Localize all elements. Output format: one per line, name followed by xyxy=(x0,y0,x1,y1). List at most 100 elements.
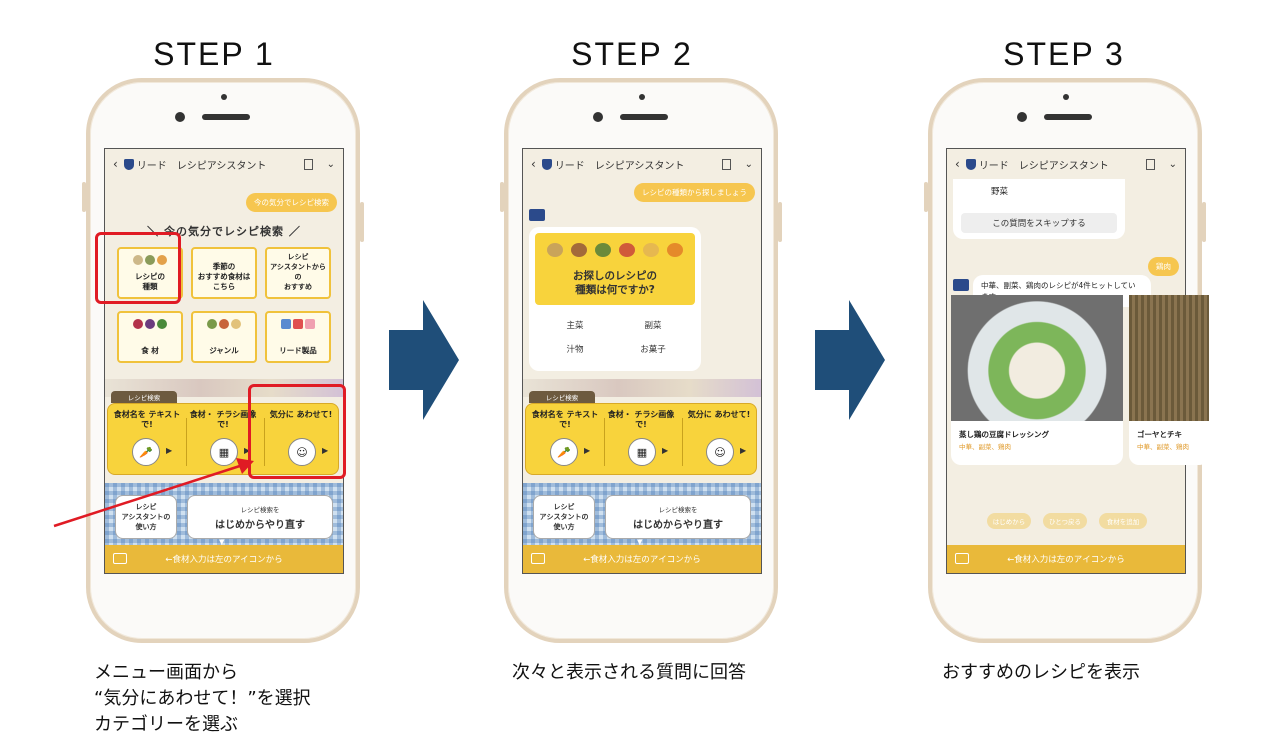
menu-title: ＼ 今の気分でレシピ検索 ／ xyxy=(147,225,301,238)
restart-label: はじめからやり直す xyxy=(215,520,305,531)
phone-step-1: ‹ リード レシピアシスタント ⌄ 今の気分でレシピ検索 ＼ 今の気分でレシピ検… xyxy=(82,78,364,643)
option-sweets[interactable]: お菓子 xyxy=(640,345,666,355)
search-mood-label: 気分に あわせて! xyxy=(687,410,751,419)
keyboard-icon[interactable] xyxy=(955,553,969,564)
smile-icon[interactable]: ☺ xyxy=(288,438,316,466)
shield-logo-icon xyxy=(123,158,134,170)
footer-hint: ←食材入力は左のアイコンから xyxy=(583,555,701,565)
search-text-label: 食材名を テキストで! xyxy=(113,410,181,429)
previous-question-card: 野菜 この質問をスキップする xyxy=(953,179,1125,239)
play-icon: ▶ xyxy=(166,446,173,455)
footer-hint: ←食材入力は左のアイコンから xyxy=(1007,555,1125,565)
document-icon[interactable] xyxy=(721,158,731,170)
step-2-title: STEP 2 xyxy=(571,36,693,72)
step-3-title: STEP 3 xyxy=(1003,36,1125,72)
pointer-arrow-icon xyxy=(53,458,254,528)
recipe-tags: 中華、副菜、鶏肉 xyxy=(1137,443,1189,451)
tile-assistant-recommend[interactable]: レシピ アシスタントからの おすすめ xyxy=(265,247,331,299)
keyboard-icon[interactable] xyxy=(113,553,127,564)
shield-logo-icon xyxy=(965,158,976,170)
recipe-photo xyxy=(1129,295,1209,421)
recipe-tags: 中華、副菜、鶏肉 xyxy=(959,443,1011,451)
app-screen: ‹ リード レシピアシスタント ⌄ 野菜 この質問をスキップする 鶏肉 中華、副… xyxy=(946,148,1209,574)
keyboard-icon[interactable] xyxy=(531,553,545,564)
restart-button[interactable]: レシピ検索を はじめからやり直す xyxy=(187,495,333,539)
carrot-icon[interactable]: 🥕 xyxy=(550,438,578,466)
search-image-label: 食材・ チラシ画像で! xyxy=(607,410,675,429)
recipe-photo xyxy=(951,295,1123,421)
app-header: ‹ リード レシピアシスタント ⌄ xyxy=(105,149,343,179)
app-header: ‹ リード レシピアシスタント ⌄ xyxy=(947,149,1185,179)
search-tab: レシピ検索 xyxy=(529,391,595,403)
chevron-down-icon: ▼ xyxy=(637,538,643,546)
recipe-card[interactable]: ゴーヤとチキ 中華、副菜、鶏肉 xyxy=(1129,295,1209,465)
dishes-icon xyxy=(543,239,687,261)
app-title: リード レシピアシスタント xyxy=(554,160,685,172)
speaker xyxy=(202,114,250,120)
document-icon[interactable] xyxy=(1145,158,1155,170)
chevron-down-icon[interactable]: ⌄ xyxy=(326,158,335,170)
tile-ingredients[interactable]: 食 材 xyxy=(117,311,183,363)
carrot-icon[interactable]: 🥕 xyxy=(132,438,160,466)
camera xyxy=(175,112,185,122)
camera xyxy=(593,112,603,122)
help-button[interactable]: レシピ アシスタントの 使い方 xyxy=(533,495,595,539)
tile-genre[interactable]: ジャンル xyxy=(191,311,257,363)
search-mood-label: 気分に あわせて! xyxy=(269,410,333,419)
back-icon[interactable]: ‹ xyxy=(113,157,118,171)
chip-start-over[interactable]: はじめから xyxy=(987,513,1031,529)
tile-seasonal[interactable]: 季節の おすすめ食材は こちら xyxy=(191,247,257,299)
option-soup[interactable]: 汁物 xyxy=(566,345,584,355)
user-message: 今の気分でレシピ検索 xyxy=(246,193,337,212)
help-button[interactable]: レシピ アシスタントの 使い方 xyxy=(115,495,177,539)
question-banner: お探しのレシピの 種類は何ですか? xyxy=(535,233,695,305)
option-main-dish[interactable]: 主菜 xyxy=(566,321,584,331)
bot-prompt-bubble: レシピの種類から探しましょう xyxy=(634,183,755,202)
restart-label: はじめからやり直す xyxy=(633,520,723,531)
camera xyxy=(1017,112,1027,122)
shield-logo-icon xyxy=(541,158,552,170)
search-panel: 食材名を テキストで! 🥕 ▶ 食材・ チラシ画像で! ▦ ▶ 気分に あわせて… xyxy=(107,403,339,475)
step-1-title: STEP 1 xyxy=(153,36,275,72)
footer-hint: ←食材入力は左のアイコンから xyxy=(165,555,283,565)
skip-question-button[interactable]: この質問をスキップする xyxy=(961,213,1117,233)
smile-icon[interactable]: ☺ xyxy=(706,438,734,466)
search-image-label: 食材・ チラシ画像で! xyxy=(189,410,257,429)
option-side-dish[interactable]: 副菜 xyxy=(644,321,662,331)
document-icon[interactable] xyxy=(303,158,313,170)
question-text: お探しのレシピの 種類は何ですか? xyxy=(573,270,657,296)
search-text-label: 食材名を テキストで! xyxy=(531,410,599,429)
products-icon xyxy=(280,319,316,331)
highlight-mood-search xyxy=(248,384,346,479)
recipe-name: 蒸し鶏の豆腐ドレッシング xyxy=(959,430,1049,439)
bowls-icon xyxy=(206,319,242,331)
app-screen: ‹ リード レシピアシスタント ⌄ 今の気分でレシピ検索 ＼ 今の気分でレシピ検… xyxy=(104,148,344,574)
restart-hint: レシピ検索を xyxy=(658,506,698,514)
bot-avatar xyxy=(953,279,969,291)
tile-products[interactable]: リード製品 xyxy=(265,311,331,363)
back-icon[interactable]: ‹ xyxy=(531,157,536,171)
dishes-icon xyxy=(132,255,168,267)
play-icon: ▶ xyxy=(740,446,747,455)
flyer-icon[interactable]: ▦ xyxy=(628,438,656,466)
step-3-caption: おすすめのレシピを表示 xyxy=(942,662,1140,683)
back-icon[interactable]: ‹ xyxy=(955,157,960,171)
user-message: 鶏肉 xyxy=(1148,257,1179,276)
chip-add-ingredient[interactable]: 食材を追加 xyxy=(1099,513,1147,529)
play-icon: ▶ xyxy=(244,446,251,455)
tile-recipe-type[interactable]: レシピの 種類 xyxy=(117,247,183,299)
chip-go-back[interactable]: ひとつ戻る xyxy=(1043,513,1087,529)
chevron-down-icon[interactable]: ⌄ xyxy=(1168,158,1177,170)
chevron-down-icon[interactable]: ⌄ xyxy=(744,158,753,170)
next-arrow-icon xyxy=(389,300,459,420)
app-title: リード レシピアシスタント xyxy=(136,160,267,172)
step-2-caption: 次々と表示される質問に回答 xyxy=(512,662,746,683)
play-icon: ▶ xyxy=(322,446,329,455)
app-header: ‹ リード レシピアシスタント ⌄ xyxy=(523,149,761,179)
vegetables-icon xyxy=(132,319,168,331)
speaker xyxy=(620,114,668,120)
flyer-icon[interactable]: ▦ xyxy=(210,438,238,466)
option-vegetables[interactable]: 野菜 xyxy=(991,187,1009,197)
recipe-card[interactable]: 蒸し鶏の豆腐ドレッシング 中華、副菜、鶏肉 xyxy=(951,295,1123,465)
restart-button[interactable]: レシピ検索を はじめからやり直す xyxy=(605,495,751,539)
